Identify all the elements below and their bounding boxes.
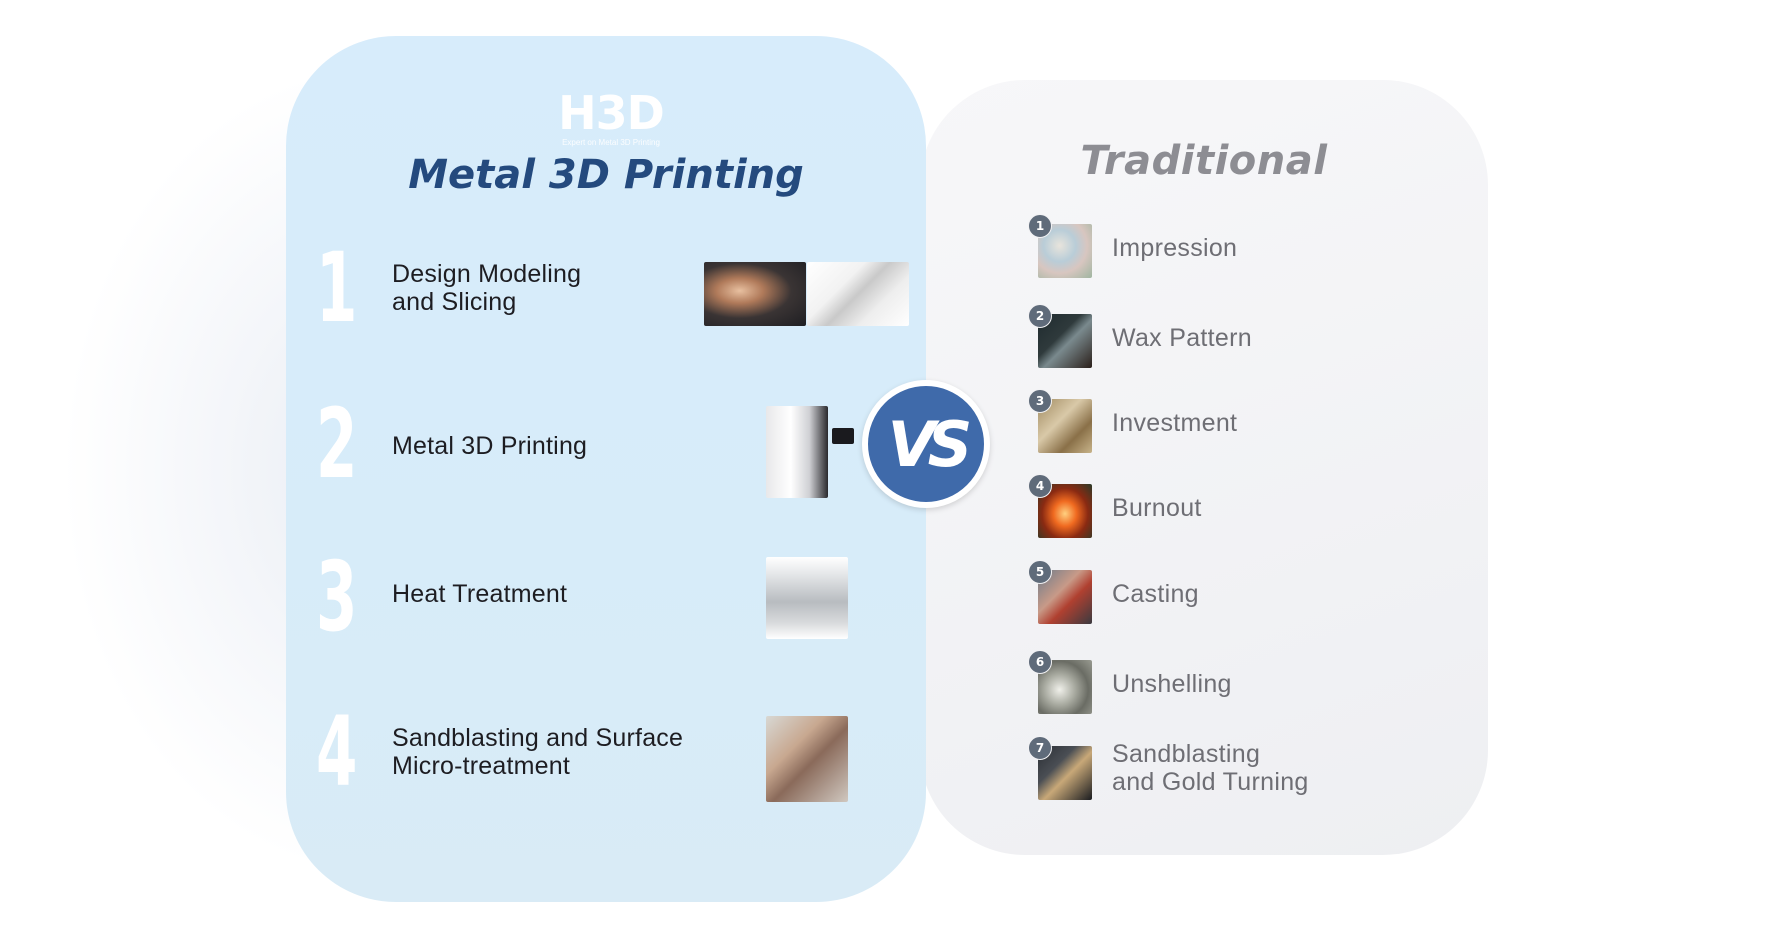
logo-tagline: Expert on Metal 3D Printing bbox=[562, 138, 660, 147]
step-label: Sandblasting and Surface Micro-treatment bbox=[392, 724, 684, 780]
step-label: Heat Treatment bbox=[392, 580, 568, 608]
traditional-title: Traditional bbox=[1080, 138, 1328, 184]
step-number: 2 bbox=[316, 388, 358, 500]
step-label: Impression bbox=[1112, 234, 1238, 262]
logo-wordmark: H3D bbox=[558, 86, 665, 140]
step-label: Wax Pattern bbox=[1112, 324, 1252, 352]
metal-3d-printing-card: H3D Expert on Metal 3D Printing Metal 3D… bbox=[286, 36, 926, 902]
step-label: Investment bbox=[1112, 409, 1238, 437]
step-label: Sandblasting and Gold Turning bbox=[1112, 740, 1309, 796]
step-label: Casting bbox=[1112, 580, 1199, 608]
step-badge: 2 bbox=[1028, 304, 1052, 328]
heat-treatment-furnace-photo bbox=[766, 557, 848, 639]
step-badge: 6 bbox=[1028, 650, 1052, 674]
h3d-logo: H3D Expert on Metal 3D Printing bbox=[551, 88, 671, 148]
step-label: Unshelling bbox=[1112, 670, 1232, 698]
step-badge: 3 bbox=[1028, 389, 1052, 413]
metal-printer-photo bbox=[766, 406, 828, 498]
step-number: 3 bbox=[316, 541, 358, 653]
step-number: 1 bbox=[316, 232, 358, 344]
step-label: Design Modeling and Slicing bbox=[392, 260, 582, 316]
metal-3d-printing-title: Metal 3D Printing bbox=[408, 152, 804, 198]
step-label: Burnout bbox=[1112, 494, 1202, 522]
step-badge: 4 bbox=[1028, 474, 1052, 498]
traditional-card: Traditional 1 Impression 2 Wax Pattern 3… bbox=[920, 80, 1488, 855]
step-badge: 7 bbox=[1028, 736, 1052, 760]
vs-badge: VS bbox=[862, 380, 990, 508]
step-badge: 1 bbox=[1028, 214, 1052, 238]
dental-model-photo bbox=[704, 262, 806, 326]
printer-monitor bbox=[832, 428, 854, 444]
sandblasting-hand-photo bbox=[766, 716, 848, 802]
vs-text: VS bbox=[887, 407, 973, 481]
step-label: Metal 3D Printing bbox=[392, 432, 588, 460]
step-badge: 5 bbox=[1028, 560, 1052, 584]
step-number: 4 bbox=[316, 696, 358, 808]
slicing-software-photo bbox=[807, 262, 909, 326]
